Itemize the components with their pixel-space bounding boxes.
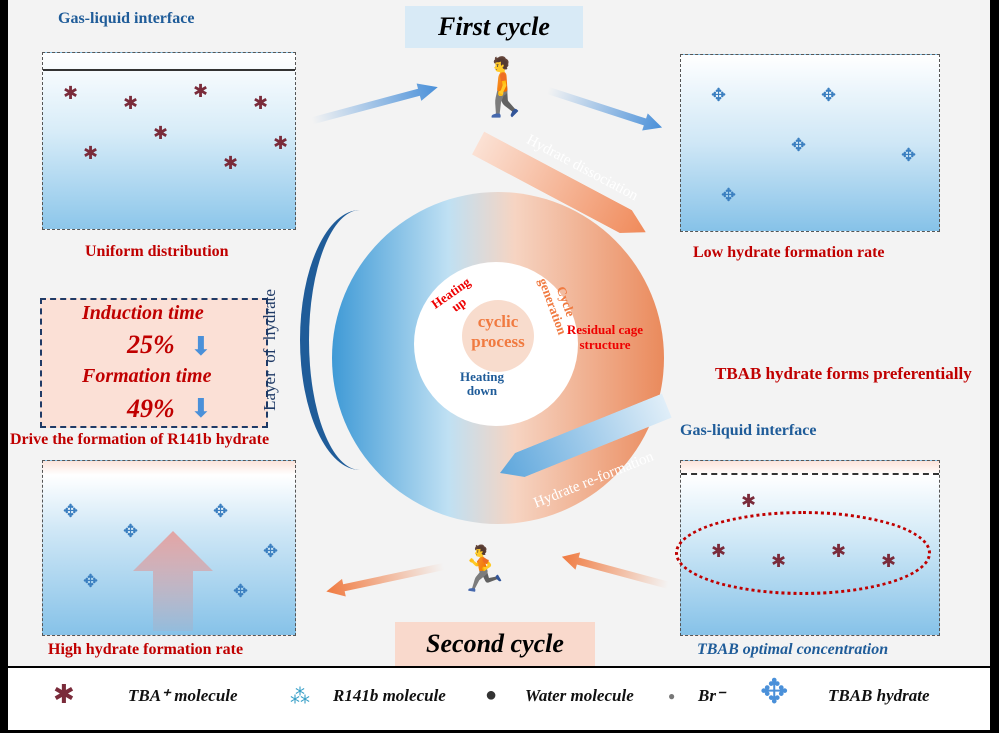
first-cycle-title: First cycle	[405, 6, 583, 48]
tba-molecule-icon: ✱	[53, 680, 75, 709]
up-arrow-icon	[133, 531, 213, 631]
legend-tba: TBA⁺ molecule	[128, 686, 238, 705]
legend-tbab: TBAB hydrate	[828, 686, 930, 705]
tbab-optimal-box: ✱✱✱✱✱	[675, 460, 940, 636]
low-rate-box: ✥✥✥✥✥	[680, 54, 940, 232]
uniform-distribution-box: ✱✱✱✱ ✱✱✱✱	[42, 52, 296, 230]
tbab-optimal-caption: TBAB optimal concentration	[697, 641, 889, 658]
walking-person-icon: 🚶	[470, 57, 540, 119]
running-person-icon: 🏃	[455, 545, 510, 594]
layer-arc-arrow	[300, 210, 420, 470]
uniform-distribution-caption: Uniform distribution	[85, 243, 229, 260]
stats-box: Induction time 25% ⬇ Formation time 49% …	[40, 298, 268, 428]
residual-cage-label: Residual cage structure	[566, 322, 644, 352]
water-molecule-icon: ●	[485, 684, 498, 706]
layer-of-hydrate-label: Layer of hydrate	[260, 289, 279, 411]
low-rate-caption: Low hydrate formation rate	[693, 244, 885, 261]
second-cycle-title: Second cycle	[395, 622, 595, 666]
r141b-molecule-icon: ⁂	[290, 686, 310, 708]
heating-down-label: Heating down	[459, 369, 505, 398]
down-arrow-icon: ⬇	[190, 332, 212, 361]
formation-time-label: Formation time	[82, 365, 212, 387]
legend-br: Br⁻	[698, 686, 725, 705]
tbab-hydrate-icon: ✥	[760, 674, 789, 711]
legend-r141b: R141b molecule	[333, 686, 446, 705]
gas-liquid-interface-label-2: Gas-liquid interface	[680, 422, 817, 439]
induction-time-label: Induction time	[82, 302, 204, 324]
legend-water: Water molecule	[525, 686, 634, 705]
high-rate-box: ✥✥✥✥✥✥	[42, 460, 296, 636]
drive-formation-text: Drive the formation of R141b hydrate	[10, 431, 270, 448]
formation-time-value: 49%	[127, 394, 175, 423]
high-rate-caption: High hydrate formation rate	[48, 641, 244, 658]
down-arrow-icon: ⬇	[190, 394, 212, 423]
induction-time-value: 25%	[127, 330, 175, 359]
gas-liquid-interface-label: Gas-liquid interface	[58, 10, 195, 27]
br-ion-icon: ●	[668, 689, 676, 703]
cyclic-process-core	[462, 300, 534, 372]
legend: ✱ TBA⁺ molecule ⁂ R141b molecule ● Water…	[8, 668, 990, 730]
highlight-ellipse	[675, 511, 931, 595]
tbab-forms-caption: TBAB hydrate forms preferentially	[715, 364, 972, 383]
cyclic-process-label: cyclic process	[471, 312, 525, 351]
